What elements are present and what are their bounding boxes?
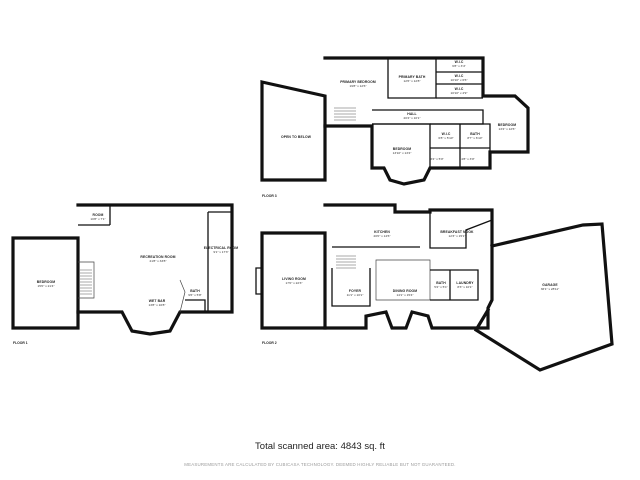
- room-name: LIVING ROOM: [282, 277, 306, 281]
- floor-3-bath-wic-walls: [430, 123, 491, 168]
- floor-2-foyer-walls: [331, 268, 371, 307]
- room-name: BEDROOM: [498, 123, 516, 127]
- floor-2-bath-laundry-walls: [430, 269, 479, 301]
- room-dims: 3'4" x 5'0": [430, 157, 444, 161]
- room-name: RECREATION ROOM: [140, 255, 175, 259]
- floor-1-main-walls: [76, 203, 234, 336]
- floor-1-wet-bar-counter: [179, 279, 186, 313]
- room-name: PRIMARY BATH: [399, 75, 426, 79]
- floor-3-stairs: [334, 107, 356, 121]
- floor-1-label: FLOOR 1: [13, 341, 28, 345]
- floor-3-label: FLOOR 3: [262, 194, 277, 198]
- room-dims: 20'0" x 14'6": [374, 234, 391, 238]
- floor-2-plan: KITCHEN 20'0" x 14'6" BREAKFAST NOOK 12'…: [255, 203, 614, 372]
- room-dims: 10'10" x 6'6": [451, 78, 468, 82]
- room-dims: 17'0" x 22'3": [286, 281, 303, 285]
- room-dims: 15'0" x 21'4": [38, 284, 55, 288]
- room-name: LAUNDRY: [456, 281, 474, 285]
- room-dims: 11'1" x 10'1": [347, 293, 364, 297]
- room-dims: 13'4" x 12'6": [499, 127, 516, 131]
- room-dims: 6'8" x 5'10": [438, 136, 453, 140]
- room-name: W.I.C: [442, 132, 451, 136]
- room-name: ELECTRICAL ROOM: [204, 246, 238, 250]
- floor-1-plan: ROOM 10'8" x 7'1" BEDROOM 15'0" x 21'4" …: [11, 203, 238, 345]
- floor-2-stairs: [336, 255, 356, 269]
- room-dims: 8'7" x 6'10": [467, 136, 482, 140]
- room-name: W.I.C: [455, 60, 464, 64]
- room-dims: 13'8" x 10'8": [149, 303, 166, 307]
- floor-3-plan: OPEN TO BELOW PRIMARY BEDROOM 19'8" x 12…: [260, 56, 530, 198]
- room-name: ROOM: [93, 213, 104, 217]
- hall-walls: [372, 109, 484, 125]
- room-name: HALL: [407, 112, 416, 116]
- room-name: KITCHEN: [374, 230, 390, 234]
- floor-2-label: FLOOR 2: [262, 341, 277, 345]
- room-dims: 19'8" x 12'6": [350, 84, 367, 88]
- open-to-below-walls: [260, 80, 327, 182]
- room-name: BATH: [190, 289, 200, 293]
- garage-walls: [473, 222, 614, 372]
- room-dims: 9'1" x 17'3": [213, 250, 228, 254]
- room-name: BREAKFAST NOOK: [440, 230, 474, 234]
- wic-walls: [436, 71, 483, 99]
- room-dims: 21'8" x 33'8": [150, 259, 167, 263]
- room-dims: 5'2" x 5'1": [434, 285, 448, 289]
- floor-2-main-walls: [323, 203, 494, 330]
- floor-1-bedroom-walls: [11, 236, 80, 330]
- room-name: FOYER: [349, 289, 362, 293]
- total-scanned-area: Total scanned area: 4843 sq. ft: [255, 441, 385, 452]
- floor-2-fireplace: [255, 267, 262, 295]
- measurement-disclaimer: MEASUREMENTS ARE CALCULATED BY CUBICASA …: [184, 462, 456, 467]
- room-dims: 6'8" x 3'4": [452, 64, 466, 68]
- room-dims: 9'6" x 5'8": [188, 293, 202, 297]
- room-name: OPEN TO BELOW: [281, 135, 312, 139]
- floor-3-main-walls: [323, 56, 530, 186]
- room-dims: 4'8" x 3'0": [461, 157, 475, 161]
- floor-2-nook-walls: [429, 212, 493, 249]
- room-name: BATH: [436, 281, 446, 285]
- room-dims: 12'3" x 15'1": [449, 234, 466, 238]
- room-dims: 20'4" x 10'1": [404, 116, 421, 120]
- primary-bath-walls: [387, 58, 437, 99]
- room-name: PRIMARY BEDROOM: [340, 80, 376, 84]
- room-name: BEDROOM: [37, 280, 55, 284]
- room-name: BEDROOM: [393, 147, 411, 151]
- room-name: W.I.C: [455, 87, 464, 91]
- room-name: DINING ROOM: [393, 289, 418, 293]
- room-dims: 12'6" x 12'8": [404, 79, 421, 83]
- room-dims: 10'10" x 4'9": [451, 91, 468, 95]
- room-name: GARAGE: [542, 283, 558, 287]
- room-dims: 10'8" x 7'1": [90, 217, 105, 221]
- room-dims: 8'3" x 10'1": [457, 285, 472, 289]
- floor-1-bath-walls: [185, 299, 206, 312]
- floor-3-bedroom-walls: [372, 123, 431, 168]
- room-name: W.I.C: [455, 74, 464, 78]
- room-name: BATH: [470, 132, 480, 136]
- room-name: WET BAR: [149, 299, 166, 303]
- floor-1-stairs: [80, 269, 92, 295]
- floor-1-inner-wall: [78, 261, 95, 299]
- room-dims: 13'10" x 13'4": [393, 151, 412, 155]
- room-dims: 36'1" x 28'11": [541, 287, 559, 291]
- room-dims: 14'1" x 15'4": [397, 293, 414, 297]
